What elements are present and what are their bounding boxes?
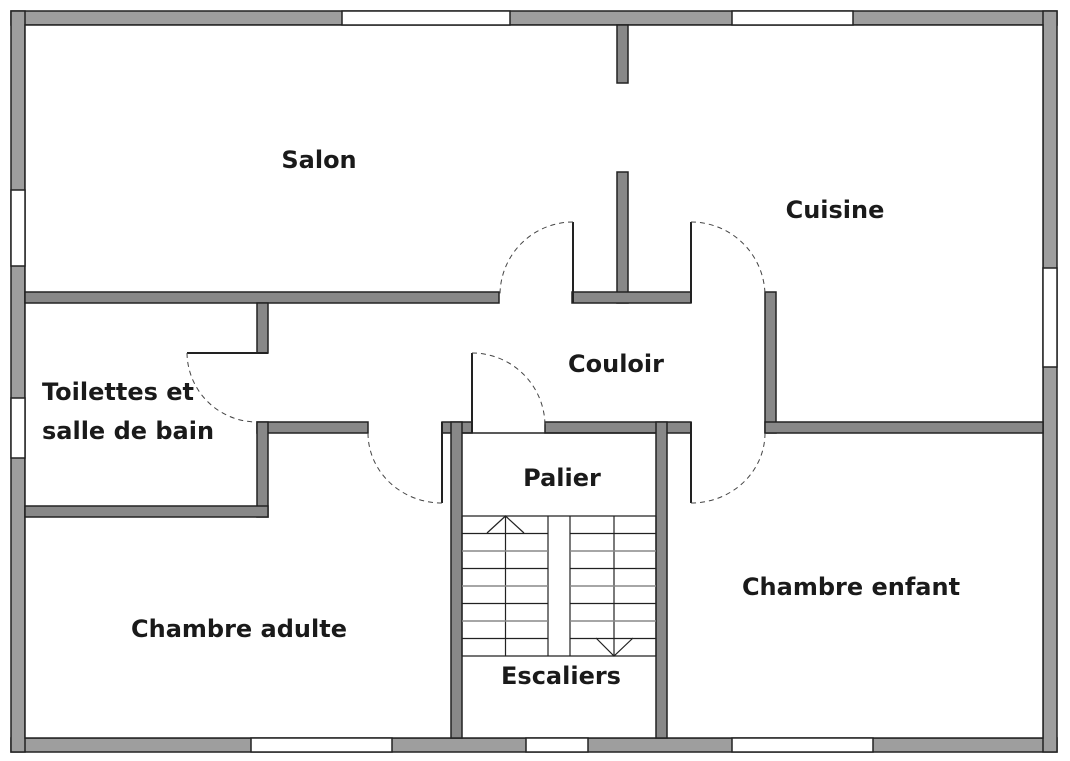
- stairs: [461, 515, 657, 657]
- window-chambre-adulte-bottom: [250, 737, 393, 753]
- wall-bathroom-lower-horizontal: [256, 421, 369, 434]
- label-toilettes-line1: Toilettes et: [42, 378, 194, 406]
- window-cuisine-right: [1042, 267, 1058, 368]
- window-cuisine-top: [731, 10, 854, 26]
- window-chambre-enfant-bottom: [731, 737, 874, 753]
- room-labels: Salon Cuisine Couloir Toilettes et salle…: [42, 146, 960, 690]
- wall-u-bottom: [571, 291, 692, 304]
- wall-cuisine-left-vertical: [764, 291, 777, 434]
- door-swing-palier: [471, 352, 546, 427]
- interior-walls: [24, 24, 1044, 739]
- window-bathroom-left: [10, 397, 26, 459]
- label-escaliers: Escaliers: [501, 662, 621, 690]
- wall-bathroom-bottom: [24, 505, 269, 518]
- wall-stairwell-top-right: [544, 421, 692, 434]
- wall-salon-bottom: [24, 291, 500, 304]
- outer-wall-left: [10, 10, 26, 753]
- window-escaliers-bottom: [525, 737, 589, 753]
- up-arrow-icon: [486, 515, 525, 534]
- wall-cuisine-bottom: [764, 421, 1044, 434]
- label-couloir: Couloir: [568, 350, 664, 378]
- door-swings: [186, 221, 766, 504]
- label-chambre-adulte: Chambre adulte: [131, 615, 347, 643]
- wall-bathroom-lower-vertical: [256, 421, 269, 518]
- outer-walls: [10, 10, 1058, 753]
- window-salon-top: [341, 10, 511, 26]
- wall-salon-cuisine-lower: [616, 171, 629, 304]
- label-chambre-enfant: Chambre enfant: [742, 573, 960, 601]
- label-palier: Palier: [523, 464, 601, 492]
- door-swing-chambre-enfant: [690, 432, 766, 504]
- label-toilettes-line2: salle de bain: [42, 417, 214, 445]
- door-swing-salon: [499, 221, 574, 296]
- door-swing-bathroom: [186, 352, 258, 423]
- windows: [10, 10, 1058, 753]
- door-swing-cuisine: [690, 221, 766, 296]
- door-swing-chambre-adulte: [367, 432, 443, 504]
- label-cuisine: Cuisine: [786, 196, 885, 224]
- wall-stairwell-right: [655, 421, 668, 739]
- outer-wall-right: [1042, 10, 1058, 753]
- down-arrow-icon: [595, 637, 634, 657]
- wall-stairwell-left: [450, 421, 463, 739]
- wall-bathroom-top-notch: [256, 302, 269, 354]
- outer-wall-inner-outline: [24, 24, 1044, 739]
- wall-salon-cuisine-upper: [616, 24, 629, 84]
- outer-wall-top: [10, 10, 1058, 26]
- label-salon: Salon: [281, 146, 356, 174]
- window-salon-left: [10, 189, 26, 267]
